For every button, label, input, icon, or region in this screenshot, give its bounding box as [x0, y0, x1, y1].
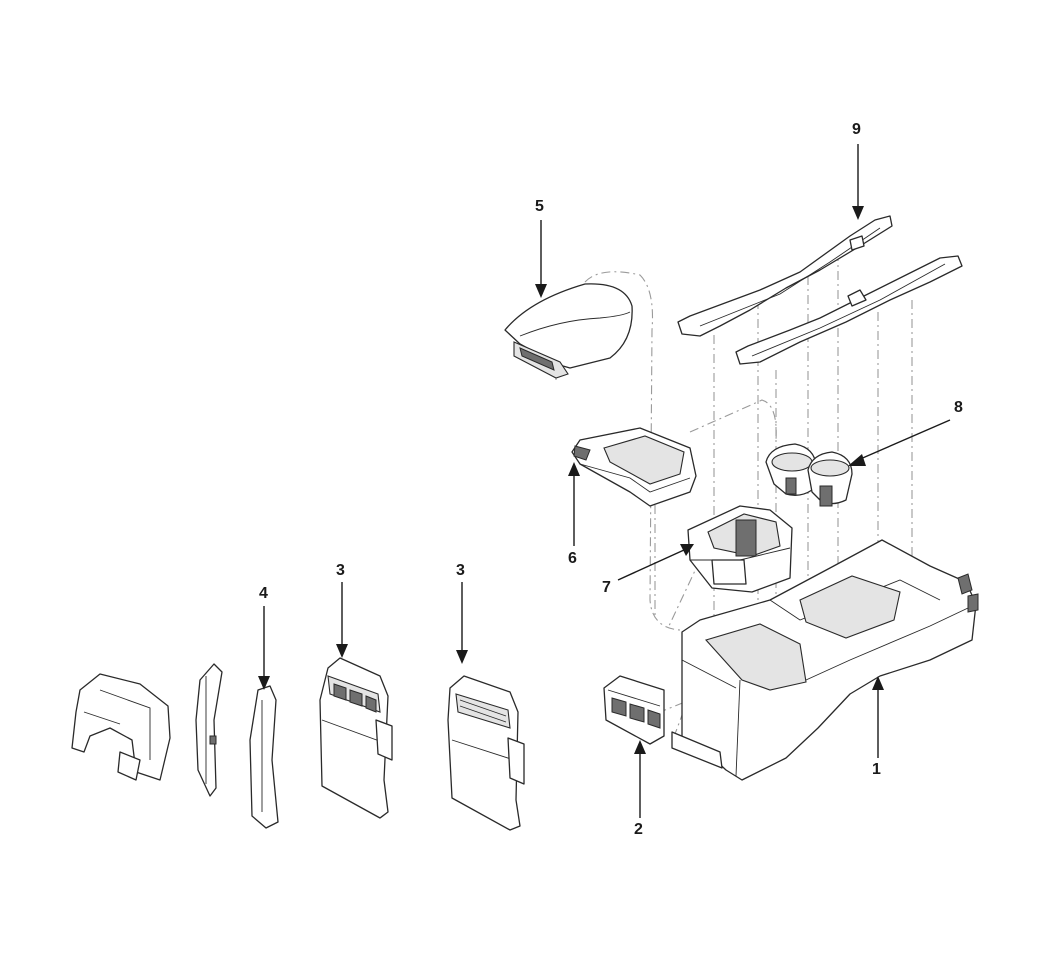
part-3-rear-vent-b	[447, 675, 525, 831]
bracket-strip	[195, 663, 223, 797]
leader-lines	[258, 144, 951, 818]
callout-1: 1	[872, 761, 881, 778]
part-7-storage-box	[687, 505, 793, 593]
part-6-upper-frame	[571, 427, 697, 507]
callout-9: 9	[852, 121, 861, 138]
callout-4: 4	[259, 585, 268, 602]
part-3-rear-vent-a	[319, 657, 393, 819]
part-2-switch-panel	[603, 675, 665, 745]
callout-2: 2	[634, 821, 643, 838]
callout-3a: 3	[336, 562, 345, 579]
mounting-bracket	[71, 673, 171, 781]
callout-7: 7	[602, 579, 611, 596]
callout-5: 5	[535, 198, 544, 215]
part-4-side-trim	[249, 685, 279, 829]
callout-6: 6	[568, 550, 577, 567]
callout-3b: 3	[456, 562, 465, 579]
part-1-console-body	[671, 539, 979, 781]
part-9-trim-rails	[677, 215, 963, 365]
part-8-cup-holders	[765, 443, 853, 507]
part-5-armrest-lid	[504, 283, 633, 379]
callout-8: 8	[954, 399, 963, 416]
